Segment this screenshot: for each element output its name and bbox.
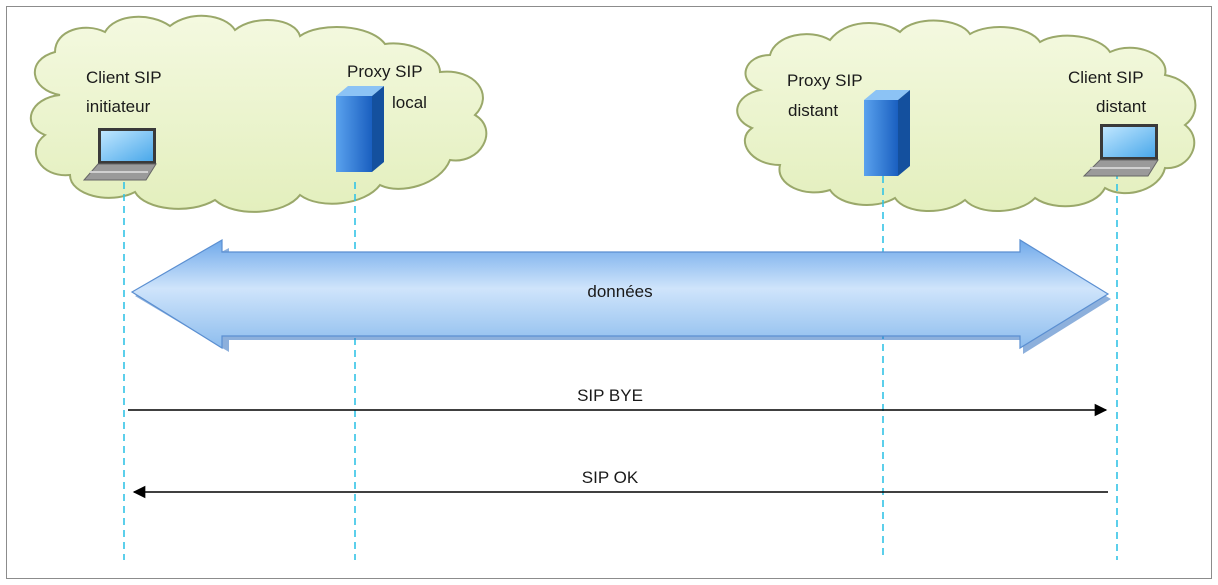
proxy-local-label-line1: Proxy SIP — [347, 62, 423, 81]
data-arrow-label: données — [587, 282, 653, 301]
lifelines — [123, 172, 1118, 560]
client-remote-label-line2: distant — [1096, 97, 1147, 116]
proxy-remote-label-line1: Proxy SIP — [787, 71, 863, 90]
data-arrow — [130, 238, 1111, 354]
server-icon — [336, 86, 384, 172]
client-local-label-line1: Client SIP — [86, 68, 162, 87]
diagram-frame — [6, 6, 1212, 579]
sip-ok-label: SIP OK — [581, 468, 639, 487]
laptop-icon — [1082, 124, 1159, 177]
cloud-remote — [736, 19, 1197, 212]
client-remote-label-line1: Client SIP — [1068, 68, 1144, 87]
client-local-label-line2: initiateur — [86, 97, 151, 116]
laptop-icon — [82, 128, 157, 181]
server-icon — [864, 90, 910, 176]
proxy-remote-label-line2: distant — [788, 101, 839, 120]
sip-bye-label: SIP BYE — [577, 386, 643, 405]
proxy-local-label-line2: local — [392, 93, 427, 112]
